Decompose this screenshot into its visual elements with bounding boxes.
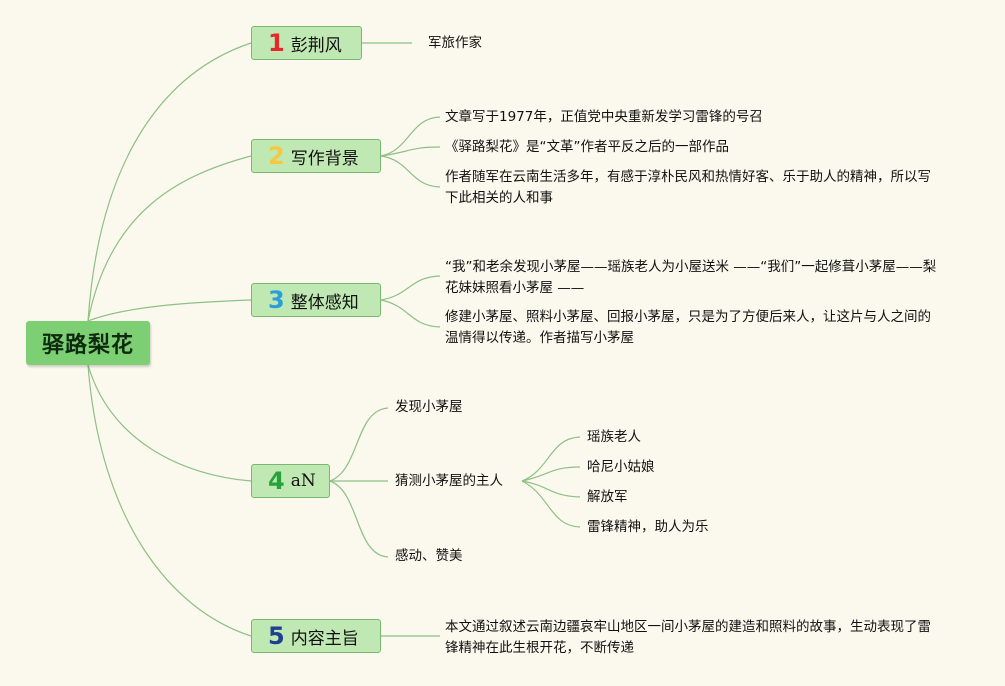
branch-2[interactable]: 2 写作背景 — [251, 139, 381, 173]
branch-1[interactable]: 1 彭荆风 — [251, 26, 362, 60]
subleaf-4-2-1[interactable]: 瑶族老人 — [587, 429, 641, 445]
leaf-4-2[interactable]: 猜测小茅屋的主人 — [395, 473, 503, 489]
branch-label: 写作背景 — [290, 148, 359, 169]
leaf-2-2[interactable]: 《驿路梨花》是“文革”作者平反之后的一部作品 — [445, 139, 729, 155]
leaf-3-2[interactable]: 修建小茅屋、照料小茅屋、回报小茅屋，只是为了方便后来人，让这片与人之间的温情得以… — [445, 309, 931, 346]
leaf-2-3[interactable]: 作者随军在云南生活多年，有感于淳朴民风和热情好客、乐于助人的精神，所以写下此相关… — [445, 169, 931, 206]
branch-4[interactable]: 4 aN — [251, 464, 330, 498]
leaf-5-1[interactable]: 本文通过叙述云南边疆哀牢山地区一间小茅屋的建造和照料的故事，生动表现了雷锋精神在… — [445, 619, 931, 656]
branch-number: 5 — [268, 622, 285, 650]
leaf-3-1[interactable]: “我”和老余发现小茅屋——瑶族老人为小屋送米 ——“我们”一起修葺小茅屋——梨花… — [445, 259, 937, 296]
branch-number: 4 — [268, 467, 285, 495]
subleaf-4-2-3[interactable]: 解放军 — [587, 489, 628, 505]
branch-label: aN — [290, 471, 316, 491]
subleaf-4-2-4[interactable]: 雷锋精神，助人为乐 — [587, 519, 709, 535]
leaf-1-1[interactable]: 军旅作家 — [428, 35, 482, 51]
branch-label: 内容主旨 — [290, 628, 359, 649]
branch-number: 1 — [268, 29, 285, 57]
leaf-2-1[interactable]: 文章写于1977年，正值党中央重新发学习雷锋的号召 — [445, 109, 763, 125]
leaf-4-3[interactable]: 感动、赞美 — [395, 548, 463, 564]
subleaf-4-2-2[interactable]: 哈尼小姑娘 — [587, 459, 655, 475]
branch-label: 整体感知 — [290, 292, 359, 313]
branch-5[interactable]: 5 内容主旨 — [251, 619, 381, 653]
branch-label: 彭荆风 — [290, 35, 342, 56]
branch-number: 3 — [268, 286, 285, 314]
root-topic[interactable]: 驿路梨花 — [26, 321, 150, 365]
branch-number: 2 — [268, 142, 285, 170]
leaf-4-1[interactable]: 发现小茅屋 — [395, 399, 463, 415]
root-title: 驿路梨花 — [41, 333, 134, 358]
branch-3[interactable]: 3 整体感知 — [251, 283, 381, 317]
